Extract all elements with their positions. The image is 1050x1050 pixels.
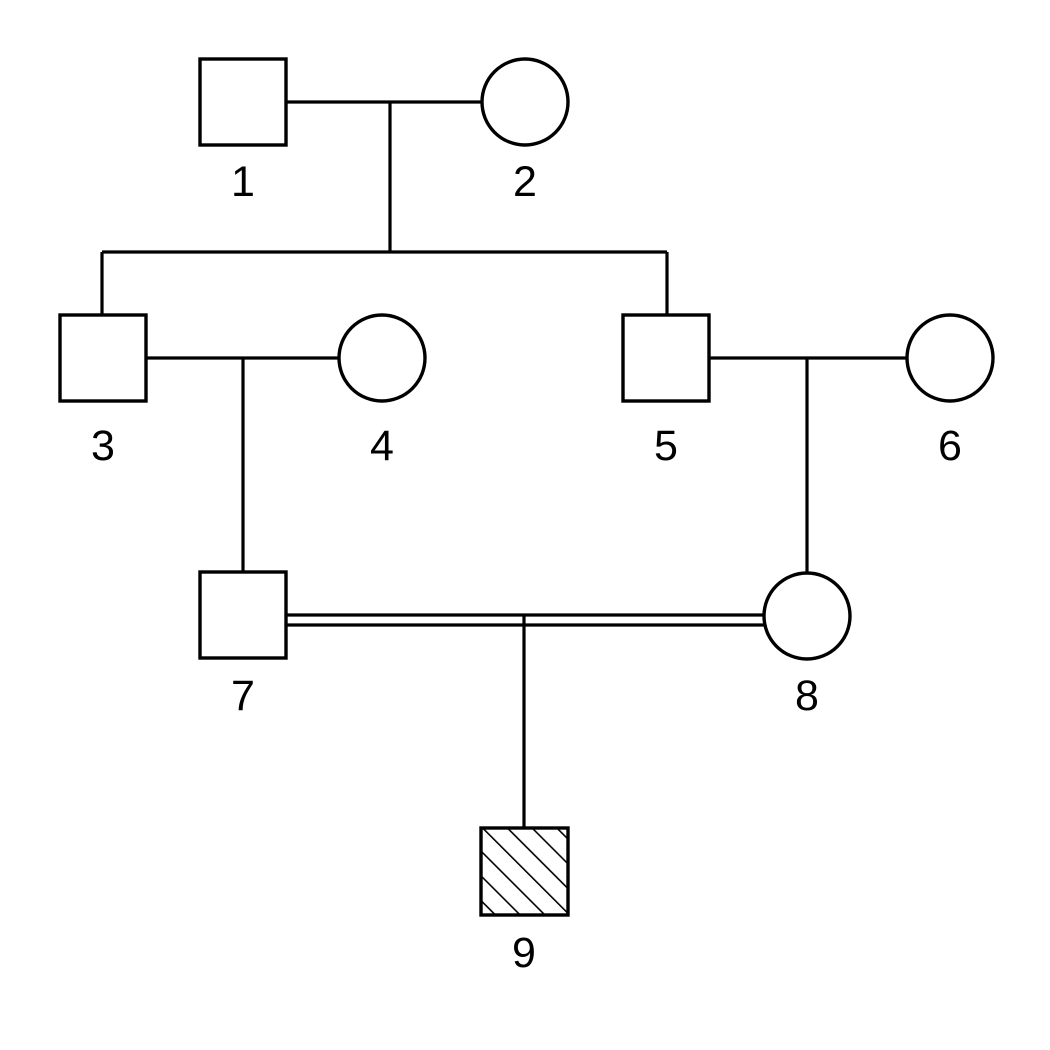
individual-6-label: 6 [938, 422, 962, 470]
individual-2-label: 2 [513, 158, 537, 206]
individual-9-label: 9 [512, 929, 536, 977]
individual-4-symbol-female-circle[interactable] [337, 313, 427, 403]
individual-8-label: 8 [795, 672, 819, 720]
individual-4-label: 4 [370, 422, 394, 470]
individual-1-label: 1 [231, 158, 255, 206]
individual-7-symbol-male-square[interactable] [198, 570, 288, 660]
individual-3-label: 3 [91, 422, 115, 470]
individual-1-symbol-male-square[interactable] [198, 57, 288, 147]
individual-2-symbol-female-circle[interactable] [480, 57, 570, 147]
individual-3-symbol-male-square[interactable] [58, 313, 148, 403]
individual-8-symbol-female-circle[interactable] [762, 571, 852, 661]
individual-5-symbol-male-square[interactable] [621, 313, 711, 403]
individual-9-symbol-male-square-affected[interactable] [479, 826, 570, 917]
individual-6-symbol-female-circle[interactable] [905, 313, 995, 403]
individual-5-label: 5 [654, 422, 678, 470]
individual-7-label: 7 [231, 672, 255, 720]
